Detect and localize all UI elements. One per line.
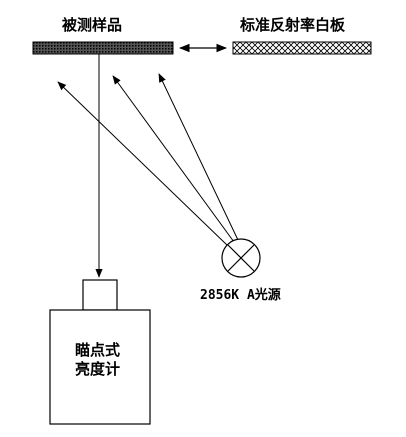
sample-bar: [32, 41, 174, 55]
meter-label-line1: 瞄点式: [75, 341, 120, 359]
light-source-label: 2856K A光源: [200, 287, 281, 303]
meter-label-line2: 亮度计: [75, 360, 120, 378]
lamp-icon: [221, 238, 261, 278]
reference-plate-bar: [232, 41, 372, 55]
sample-label: 被测样品: [62, 16, 122, 34]
meter-body: [49, 309, 151, 425]
light-ray-2: [112, 75, 235, 243]
meter-lens: [82, 279, 118, 311]
light-ray-3: [158, 73, 239, 241]
reference-plate-label: 标准反射率白板: [239, 16, 346, 34]
light-ray-1: [57, 81, 229, 247]
